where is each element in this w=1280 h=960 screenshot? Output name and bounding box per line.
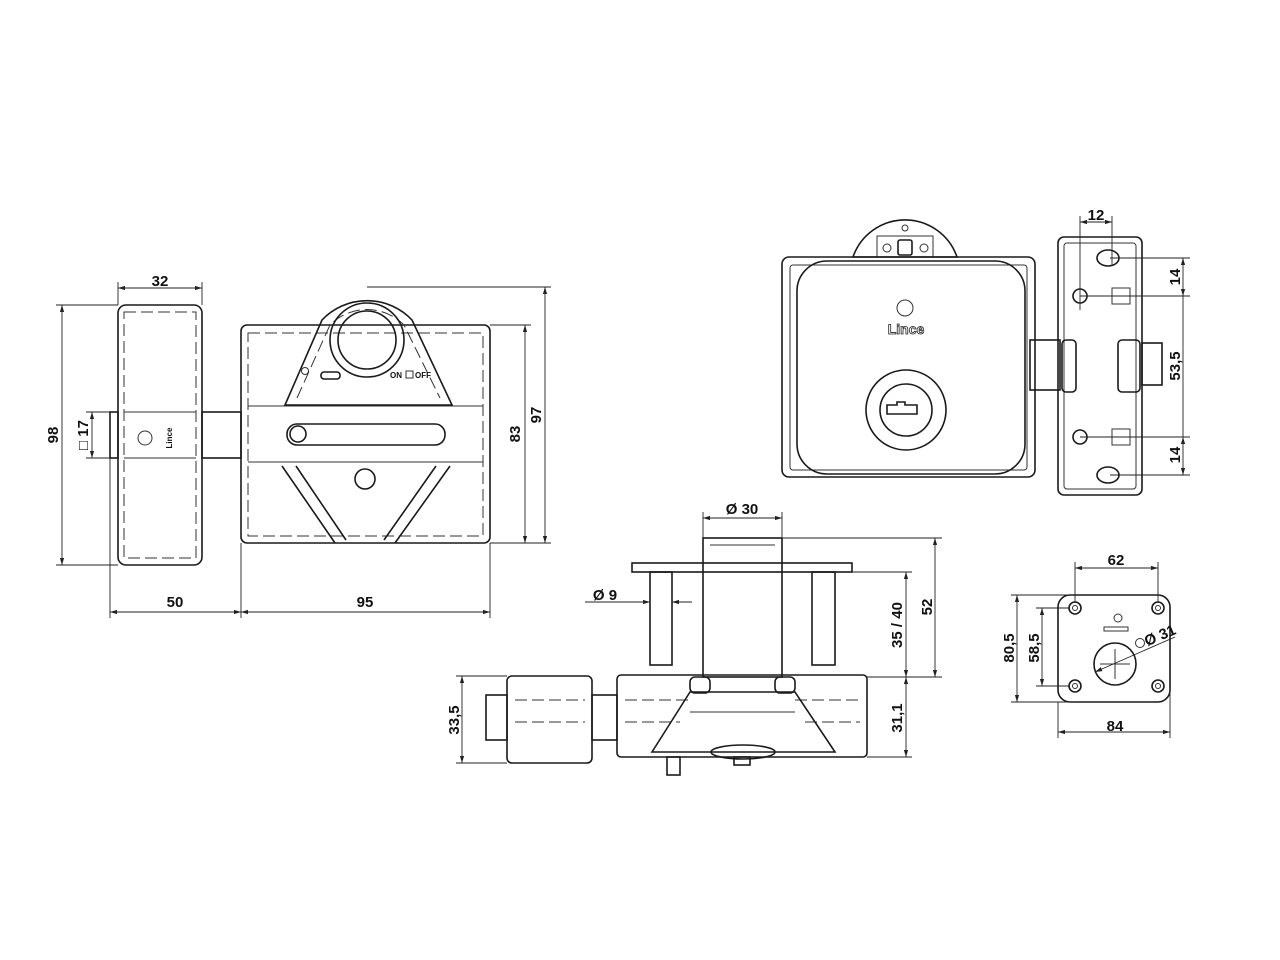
side-view: Lince 12 14 53,5 14 (781, 207, 1190, 496)
cylinder-ring (329, 302, 405, 378)
spindle-side (485, 694, 508, 741)
dim-pin-length: 35 / 40 (889, 602, 906, 648)
dim-knob-width: 32 (152, 273, 169, 290)
mounting-plate (781, 256, 1036, 478)
bolt-tip (1141, 342, 1163, 386)
plate-view: Ø 31 62 80,5 58,5 84 (1001, 552, 1179, 738)
rosette (650, 691, 837, 753)
lince-logo-icon: Lince (887, 299, 925, 337)
dim-knob-offset: 50 (167, 594, 184, 611)
lock-body (240, 324, 491, 544)
knob-side (506, 675, 593, 764)
center-mark (1100, 649, 1130, 679)
rosette-opening (710, 744, 776, 760)
escutcheon-plate (1057, 594, 1171, 703)
body-dashed-lines (515, 699, 860, 723)
led-icon (301, 367, 309, 375)
lince-logo-icon: Lince (137, 427, 174, 448)
slide-slot (286, 423, 446, 446)
plate-logo-text-mark (1103, 626, 1129, 632)
dim-hole-spacing-y: 58,5 (1026, 633, 1043, 662)
dim-pin-diameter: Ø 9 (593, 587, 617, 604)
connecting-bar (201, 411, 242, 459)
pin (811, 571, 836, 666)
dim-knob-depth: 33,5 (446, 705, 463, 734)
dim-plate-height: 80,5 (1001, 633, 1018, 662)
pin-socket (774, 676, 796, 694)
top-dome (851, 219, 959, 258)
strike-slot (1061, 339, 1077, 393)
switch-on-label: ON (390, 371, 402, 380)
bottom-tab (666, 756, 681, 776)
cylinder-core (337, 310, 397, 370)
dim-bore-diameter: Ø 31 (1142, 622, 1179, 650)
key-cylinder (879, 383, 933, 437)
bottom-view: Ø 30 Ø 9 52 35 / 40 31,1 33,5 (446, 501, 942, 776)
dome-screw (901, 224, 909, 232)
dome-hole (919, 243, 929, 253)
dim-strike-width: 12 (1088, 207, 1105, 224)
dim-line (1094, 636, 1176, 673)
knob-dashed-outline (123, 311, 197, 559)
dim-spindle-square: □ 17 (75, 420, 92, 450)
body-dashed-outline (247, 332, 484, 537)
slide-button (289, 425, 307, 443)
dim-body-depth: 31,1 (889, 703, 906, 732)
dim-bolt-spacing: 53,5 (1167, 351, 1184, 380)
bolt (1029, 339, 1061, 391)
screw-hole (354, 468, 376, 490)
small-hole (1135, 638, 1145, 648)
dome-plate (876, 235, 934, 258)
strike-slot (1117, 339, 1141, 393)
housing-dashed (296, 309, 441, 399)
dim-total-projection: 52 (919, 599, 936, 616)
dim-plate-width: 84 (1107, 718, 1124, 735)
dim-cylinder-diameter: Ø 30 (726, 501, 759, 518)
plate-logo-icon (1113, 613, 1123, 623)
plate-inner-line (789, 264, 1028, 471)
dim-total-height: 97 (528, 407, 545, 424)
dome-connector-icon (897, 239, 913, 256)
strike-plate (1057, 236, 1143, 496)
logo-text: Lince (888, 321, 925, 337)
strike-inner-line (1063, 242, 1137, 490)
knob (117, 304, 203, 566)
cylinder-bore (1093, 642, 1137, 686)
dome-hole (882, 243, 892, 253)
flange (631, 562, 853, 573)
switch-off-label: OFF (415, 371, 431, 380)
switch-icon (405, 370, 414, 379)
spindle (109, 411, 119, 459)
bar-side (591, 694, 618, 741)
usb-port-icon (320, 371, 341, 380)
dim-hole-spacing-x: 62 (1108, 552, 1125, 569)
dim-hole-spacing-bottom: 14 (1167, 446, 1184, 463)
dim-body-width: 95 (357, 594, 374, 611)
pin-socket (689, 676, 711, 694)
bottom-tab (733, 756, 751, 766)
body-v-lines (281, 465, 451, 544)
front-view: Lince ON OFF 32 98 □ 17 (45, 273, 551, 618)
key-cylinder-ring (865, 369, 947, 451)
dim-body-height: 83 (507, 426, 524, 443)
keyhole-icon (886, 401, 918, 415)
cylinder (702, 537, 783, 678)
dim-hole-spacing-top: 14 (1167, 268, 1184, 285)
front-cover (796, 260, 1026, 475)
on-off-switch: ON OFF (390, 370, 431, 380)
logo-text: Lince (165, 427, 174, 448)
pin (649, 571, 673, 666)
dim-knob-height: 98 (45, 427, 62, 444)
cylinder-housing (283, 299, 454, 406)
